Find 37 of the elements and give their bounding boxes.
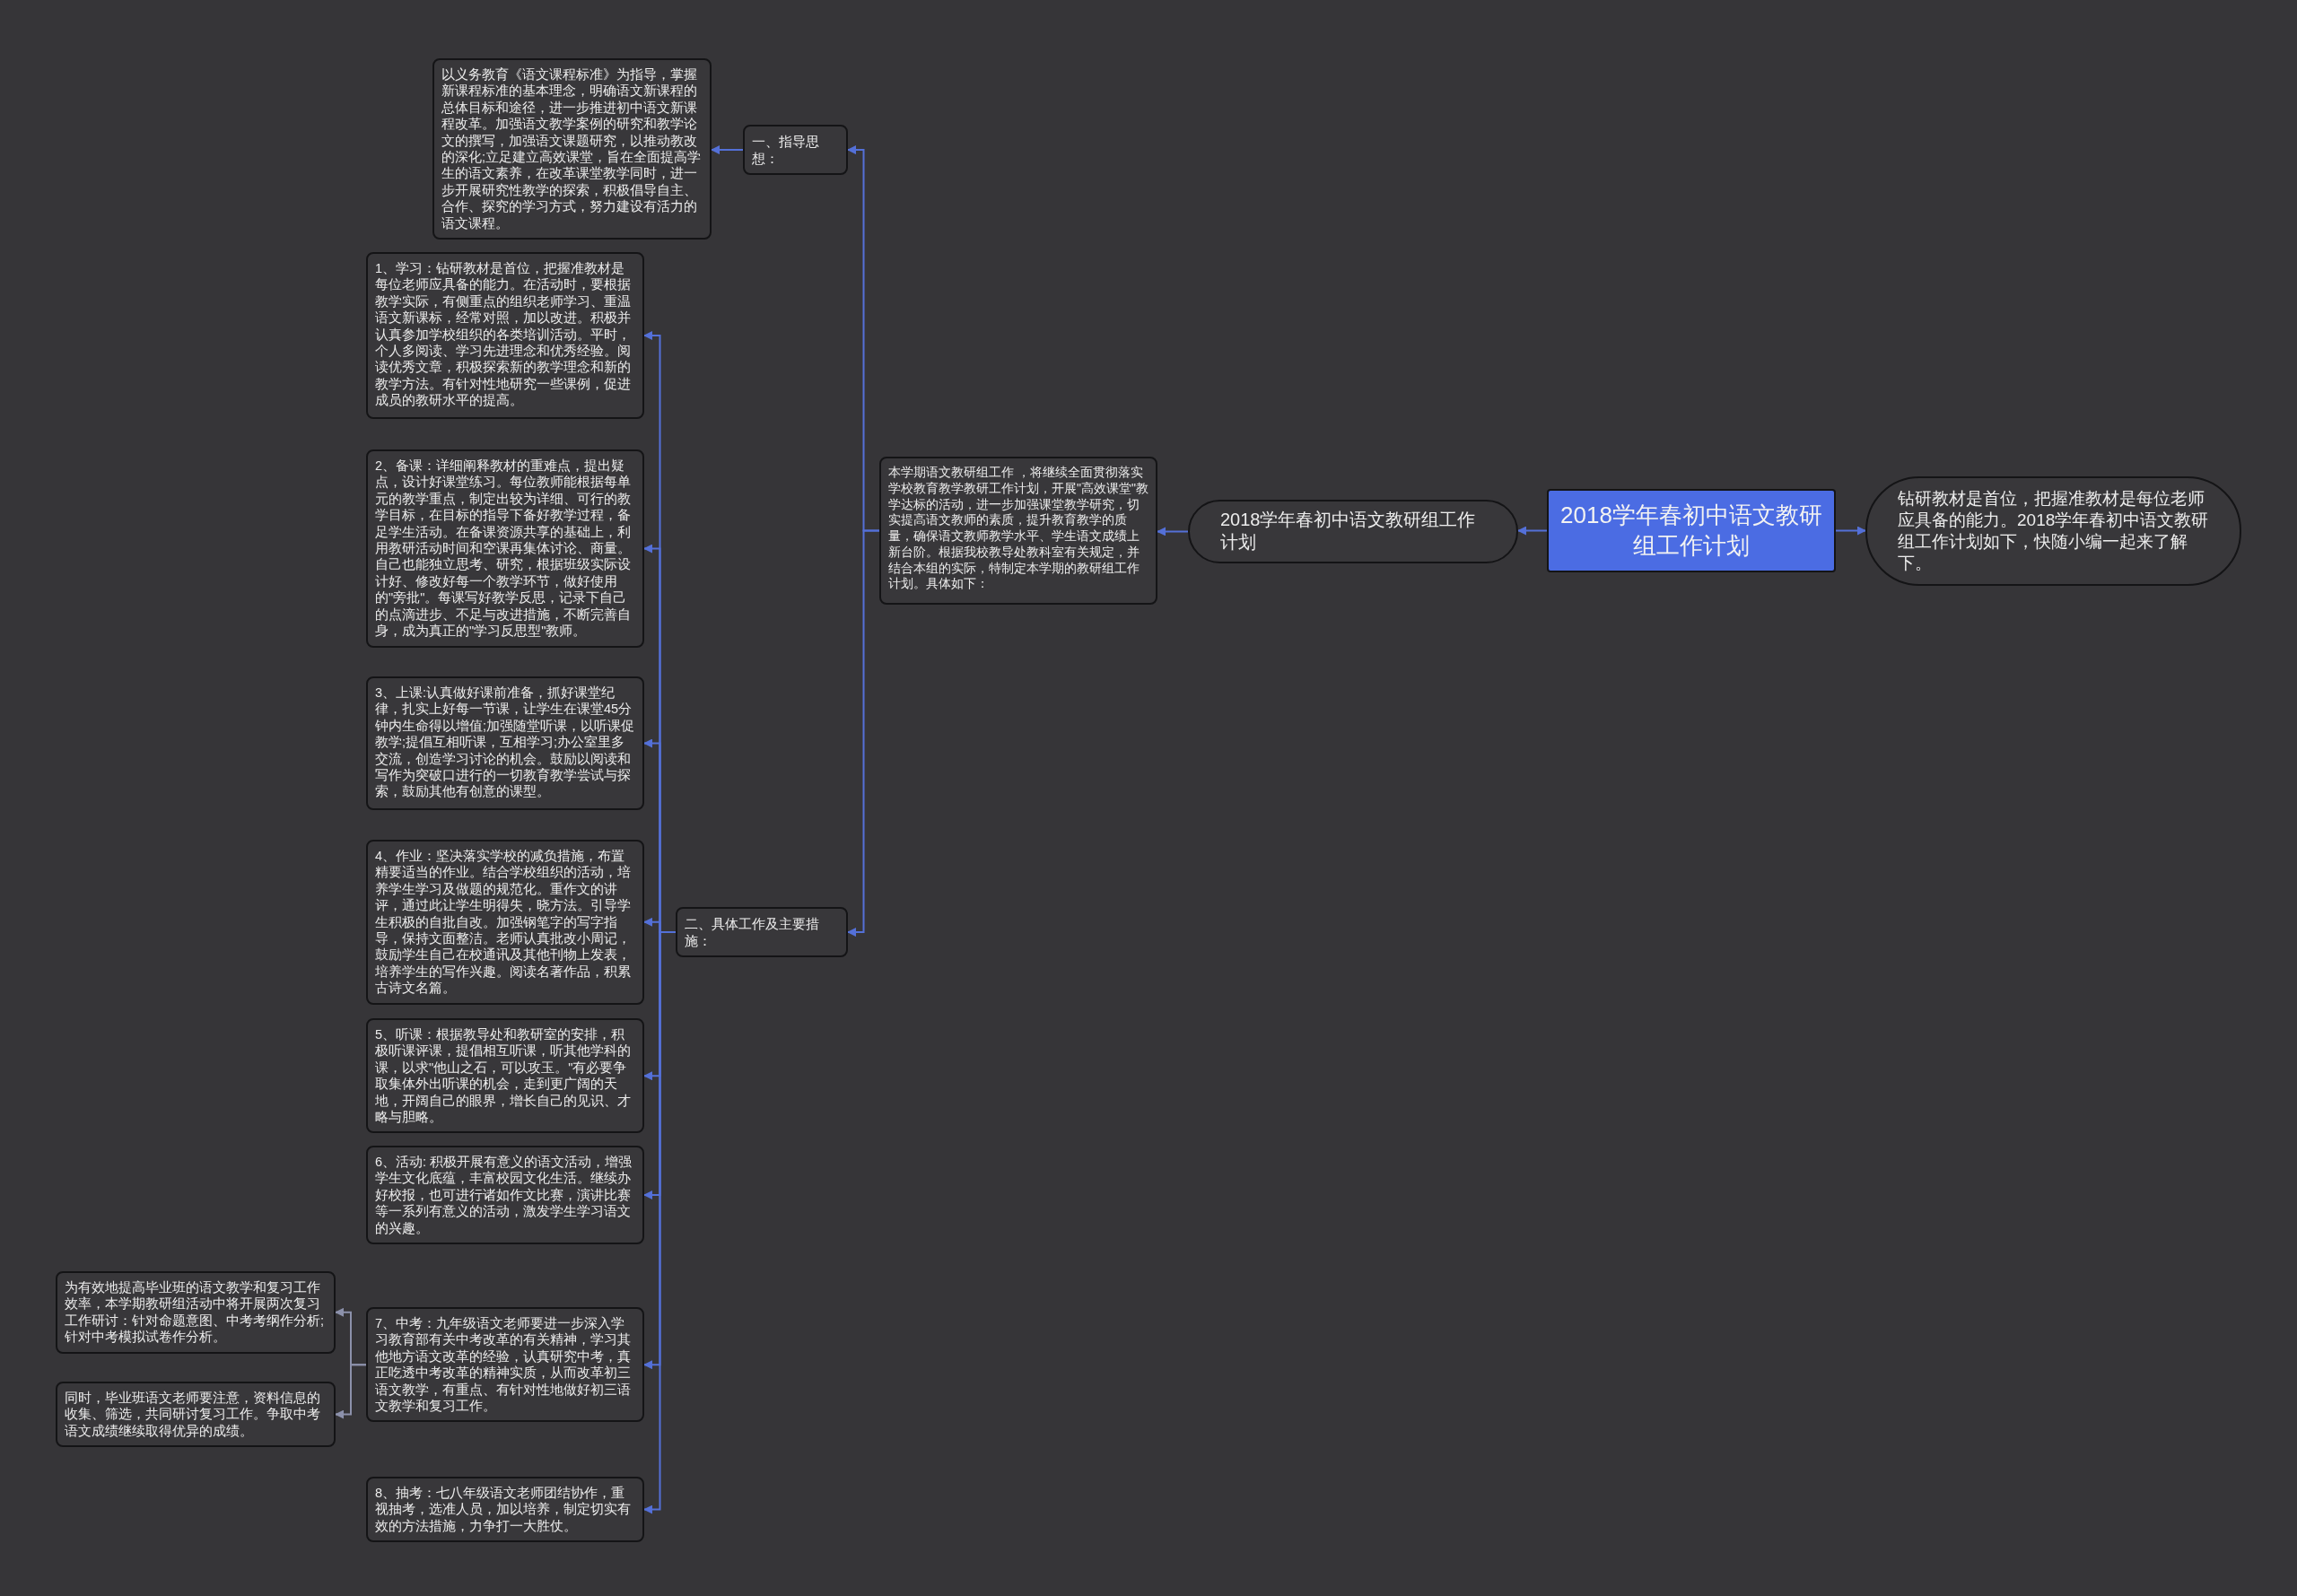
connector-arrow [847,529,880,938]
node-text: 钻研教材是首位，把握准教材是每位老师应具备的能力。2018学年春初中语文教研组工作计划如下，快随小编一起来了解下。 [1898,487,2209,575]
text-box [366,1146,644,1245]
connector-arrow [1835,526,1866,536]
text-box [56,1271,336,1354]
connector-arrow [711,145,744,155]
text-box [366,449,644,648]
text-box [743,125,848,176]
node-text: 为有效地提高毕业班的语文教学和复习工作效率，本学期教研组活动中将开展两次复习工作研讨：针对命题意图、中考考纲作分析;针对中考模拟试卷作分析。 [65,1279,326,1346]
text-box [366,1307,644,1423]
node-text: 2018学年春初中语文教研组工作计划 [1220,509,1477,554]
text-box [56,1382,336,1448]
node-text: 6、活动: 积极开展有意义的语文活动，增强学生文化底蕴，丰富校园文化生活。继续办好校报，也可进行诸如作文比赛，演讲比赛等一系列有意义的活动，激发学生学习语文的兴趣。 [375,1154,633,1237]
text-box [366,1018,644,1134]
node-text: 二、具体工作及主要措施： [685,915,820,950]
text-box [366,676,644,810]
connector-arrow [335,1364,367,1419]
text-box [676,907,848,958]
text-box [366,252,644,419]
node-text: 同时，毕业班语文老师要注意，资料信息的收集、筛选，共同研讨复习工作。争取中考语文成绩继续取得优异的成绩。 [65,1390,321,1440]
text-box [366,1477,644,1543]
central-topic-box [1547,489,1836,572]
node-text: 以义务教育《语文课程标准》为指导，掌握新课程标准的基本理念，明确语文新课程的总体目标和途径，进一步推进初中语文新课程改革。加强语文教学案例的研究和教学论文的撰写，加强语文课题研究，以推动教改的深化;立足建立高效课堂，旨在全面提高学生的语文素养，在改革课堂教学同时，进一步开展研究性教学的探索，积极倡导自主、合作、探究的学习方式，努力建设有活力的语文课程。 [441,66,703,232]
node-text: 1、学习：钻研教材是首位，把握准教材是每位老师应具备的能力。在活动时，要根据教学实际，有侧重点的组织老师学习、重温语文新课标，经常对照，加以改进。积极并认真参加学校组织的各类培训活动。平时，个人多阅读、学习先进理念和优秀经验。阅读优秀文章，积极探索新的教学理念和新的教学方法。有针对性地研究一些课例，促进成员的教研水平的提高。 [375,260,632,409]
node-text: 8、抽考：七八年级语文老师团结协作，重视抽考，选准人员，加以培养，制定切实有效的方法措施，力争打一大胜仗。 [375,1485,632,1535]
connector-arrow [1517,526,1548,536]
node-text: 本学期语文教研组工作 ，将继续全面贯彻落实学校教育教学教研工作计划，开展"高效课堂"教学达标的活动，进一步加强课堂教学研究，切实提高语文教师的素质，提升教育教学的质量，确保语文教师教学水平、学生语文成绩上新台阶。根据我校教导处教科室有关规定，并结合本组的实际，特制定本学期的教研组工作计划。具体如下： [888,465,1148,593]
text-box [879,457,1157,605]
node-text: 2、备课：详细阐释教材的重难点，提出疑点，设计好课堂练习。每位教师能根据每单元的教学重点，制定出较为详细、可行的教学目标，在目标的指导下备好教学过程，备足学生活动。在备课资源共享的基础上，利用教研活动时间和空课再集体讨论、商量。自己也能独立思考、研究，根据班级实际设计好、修改好每一个教学环节，做好使用的"旁批"。每课写好教学反思，记录下自己的点滴进步、不足与改进措施，不断完善自身，成为真正的"学习反思型"教师。 [375,458,632,640]
node-text: 一、指导思想： [752,133,820,168]
connector-arrow [1157,527,1189,536]
node-text: 5、听课：根据教导处和教研室的安排，积极听课评课，提倡相互听课，听其他学科的课，以求"他山之石，可以攻玉。"有必要争取集体外出听课的机会，走到更广阔的天地，开阔自己的眼界，增长自己的见识、才略与胆略。 [375,1026,632,1126]
node-text: 4、作业：坚决落实学校的减负措施，布置精要适当的作业。结合学校组织的活动，培养学生学习及做题的规范化。重作文的讲评，通过此让学生明得失，晓方法。引导学生积极的自批自改。加强钢笔字的写字指导，保持文面整洁。老师认真批改小周记，鼓励学生自己在校通讯及其他刊物上发表，培养学生的写作兴趣。阅读名著作品，积累古诗文名篇。 [375,848,632,997]
node-text: 3、上课:认真做好课前准备，抓好课堂纪律，扎实上好每一节课，让学生在课堂45分钟内生命得以增值;加强随堂听课，以听课促教学;提倡互相听课，互相学习;办公室里多交流，创造学习讨论的机会。鼓励以阅读和写作为突破口进行的一切教育教学尝试与探索，鼓励其他有创意的课型。 [375,685,635,800]
node-text: 7、中考：九年级语文老师要进一步深入学习教育部有关中考改革的有关精神，学习其他地方语文改革的经验，认真研究中考，真正吃透中考改革的精神实质，从而改革初三语文教学，有重点、有针对性地做好初三语文教学和复习工作。 [375,1315,632,1415]
text-box [366,840,644,1005]
title-text: 2018学年春初中语文教研组工作计划 [1559,500,1823,561]
